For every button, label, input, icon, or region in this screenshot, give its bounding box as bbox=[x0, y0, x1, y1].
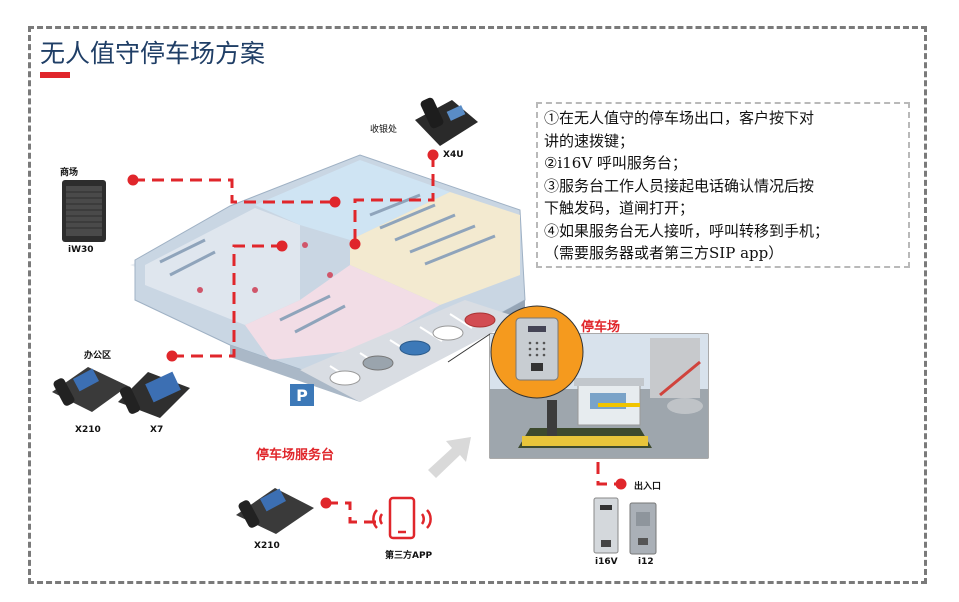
steps-note: ①在无人值守的停车场出口，客户按下对 讲的速拨键； ②i16V 呼叫服务台； ③… bbox=[536, 102, 910, 268]
intercom-zoom-circle bbox=[490, 305, 584, 399]
page-title: 无人值守停车场方案 bbox=[40, 39, 266, 68]
note-line: 讲的速拨键； bbox=[544, 131, 635, 150]
label-third-party-app: 第三方APP bbox=[385, 551, 433, 561]
label-office: 办公区 bbox=[84, 351, 112, 361]
label-exit: 出入口 bbox=[634, 482, 662, 492]
label-cashier: 收银处 bbox=[370, 125, 398, 135]
label-i16v: i16V bbox=[595, 557, 618, 567]
connection-lines bbox=[133, 155, 621, 524]
label-x4u: X4U bbox=[443, 150, 464, 160]
label-x210-office: X210 bbox=[75, 425, 101, 435]
label-parking: 停车场 bbox=[581, 320, 621, 335]
note-line: ①在无人值守的停车场出口，客户按下对 bbox=[544, 109, 815, 127]
building-illustration bbox=[130, 154, 526, 406]
label-mall: 商场 bbox=[60, 168, 79, 178]
phone-x210-desk-icon bbox=[236, 488, 314, 534]
phone-x210-icon bbox=[52, 367, 128, 412]
flow-arrow-icon bbox=[428, 437, 471, 478]
note-line: ④如果服务台无人接听，呼叫转移到手机； bbox=[544, 221, 830, 240]
note-line: （需要服务器或者第三方SIP app） bbox=[544, 244, 784, 262]
parking-sign-letter: P bbox=[296, 386, 308, 405]
label-service-desk: 停车场服务台 bbox=[256, 448, 335, 463]
parking-sign-icon bbox=[290, 384, 314, 406]
intercom-i16v-icon bbox=[593, 497, 619, 554]
dashed-frame bbox=[28, 26, 927, 584]
note-line: ③服务台工作人员接起电话确认情况后按 bbox=[544, 176, 815, 195]
note-line: 下触发码，道闸打开； bbox=[544, 199, 695, 217]
phone-x7-icon bbox=[118, 371, 190, 418]
label-i12: i12 bbox=[638, 557, 654, 567]
label-x210-desk: X210 bbox=[254, 541, 280, 551]
phone-x4u-icon bbox=[415, 97, 478, 146]
intercom-i12-icon bbox=[629, 502, 657, 555]
mobile-phone-icon bbox=[372, 496, 432, 540]
label-iw30: iW30 bbox=[68, 245, 94, 255]
title-underline bbox=[40, 72, 70, 78]
label-x7: X7 bbox=[150, 425, 164, 435]
speaker-iw30-icon bbox=[62, 180, 106, 242]
note-line: ②i16V 呼叫服务台； bbox=[544, 154, 687, 172]
